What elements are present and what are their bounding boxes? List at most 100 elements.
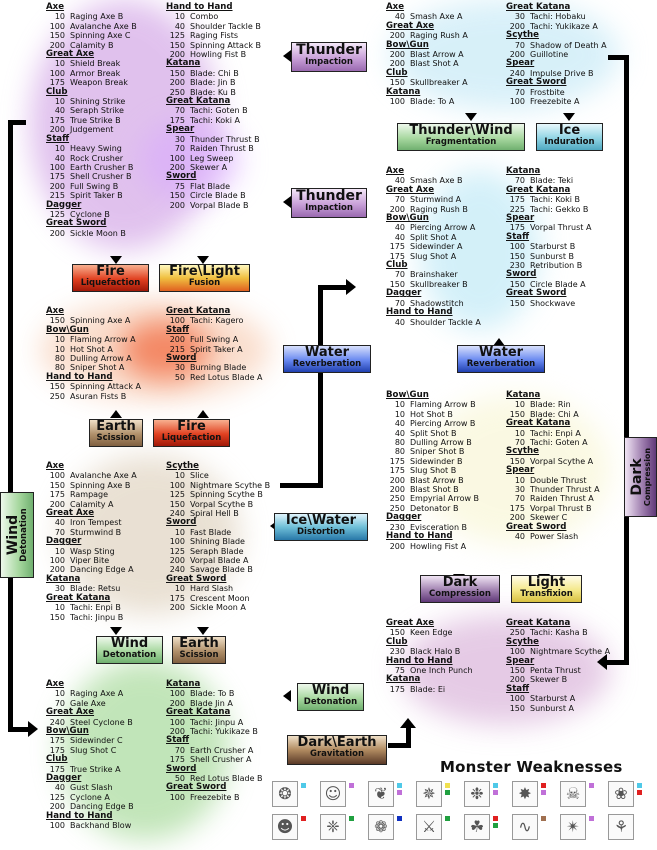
skill-level: 175 — [389, 242, 405, 252]
earth-scission-badge: Earth Scission — [89, 419, 143, 447]
weakness-color-swatch — [349, 783, 354, 788]
badge-subtitle: Detonation — [18, 508, 29, 562]
skill-level: 200 — [49, 802, 65, 812]
skill-level: 200 — [509, 21, 525, 31]
skill-level: 75 — [174, 181, 185, 191]
skill-name: Dulling Arrow A — [70, 354, 132, 364]
weakness-color-swatch — [493, 816, 498, 821]
skill-name: Slice — [190, 471, 209, 481]
skill-name: Raging Fists — [190, 31, 238, 41]
skill-name: Blast Shot B — [410, 485, 459, 495]
skill-level: 70 — [54, 698, 65, 708]
skill-level: 70 — [394, 298, 405, 308]
skill-level: 100 — [49, 821, 65, 831]
weakness-color-swatch — [301, 783, 306, 788]
skill-level: 200 — [169, 556, 185, 566]
skill-name: Gale Axe — [70, 698, 106, 708]
skill-level: 40 — [54, 783, 65, 793]
skill-level: 125 — [49, 209, 65, 219]
skill-level: 200 — [169, 78, 185, 88]
skill-level: 125 — [169, 546, 185, 556]
skill-level: 230 — [389, 522, 405, 532]
skill-name: Split Shot A — [410, 232, 457, 242]
weapon-heading: Great Axe — [386, 618, 435, 628]
skill-level: 200 — [509, 50, 525, 60]
thunder-impaction-badge: Thunder Impaction — [291, 188, 367, 218]
bird-icon: ❦ — [368, 781, 394, 807]
skill-name: Avalanche Axe B — [70, 21, 137, 31]
skill-name: Dulling Arrow B — [410, 438, 472, 448]
skill-name: Dancing Edge B — [70, 802, 134, 812]
skill-level: 200 — [49, 125, 65, 135]
badge-title: Wind — [110, 636, 149, 651]
skill-name: Spiral Hell B — [190, 509, 239, 519]
skill-level: 125 — [169, 490, 185, 500]
skill-level: 200 — [389, 59, 405, 69]
skill-level: 10 — [54, 689, 65, 699]
skill-name: Shoulder Tackle A — [410, 317, 481, 327]
light-transfixion-badge: Light Transfixion — [511, 575, 582, 603]
skill-name: Raiden Thrust A — [530, 494, 594, 504]
skill-name: Crescent Moon — [190, 593, 250, 603]
weakness-color-swatch — [637, 790, 642, 795]
weapon-heading: Scythe — [506, 446, 539, 457]
arrow-down-icon — [465, 113, 477, 121]
weapon-heading: Spear — [506, 655, 535, 666]
wind-detonation-badge: Wind Detonation — [297, 683, 364, 711]
crab-icon: ❉ — [464, 781, 490, 807]
skill-name: Thunder Thrust A — [530, 485, 600, 495]
skill-name: Frostbite — [530, 87, 565, 97]
skill-name: Skewer A — [190, 162, 228, 172]
skill-name: Asuran Fists B — [70, 391, 127, 401]
badge-subtitle: Transfixion — [520, 588, 573, 599]
skill-name: Blade: Rin — [530, 400, 571, 410]
skill-name: Raging Axe B — [70, 12, 124, 22]
skill-level: 100 — [509, 694, 525, 704]
skill-level: 150 — [169, 499, 185, 509]
skill-level: 175 — [49, 490, 65, 500]
skill-level: 200 — [509, 513, 525, 523]
skill-level: 125 — [169, 31, 185, 41]
skill-level: 80 — [394, 447, 405, 457]
spider-icon: ✸ — [512, 781, 538, 807]
skill-name: Combo — [190, 12, 219, 22]
weapon-heading: Axe — [46, 679, 65, 689]
arrow-down-icon — [110, 256, 122, 264]
arrow-right-icon — [346, 279, 356, 295]
skill-name: Iron Tempest — [70, 518, 122, 528]
skill-level: 100 — [389, 97, 405, 107]
skill-name: Full Swing B — [70, 181, 119, 191]
badge-subtitle: Reverberation — [466, 358, 536, 369]
skill-name: Spinning Axe B — [70, 480, 131, 490]
skill-name: Spinning Attack A — [70, 382, 141, 392]
weapon-heading: Club — [46, 754, 68, 765]
skill-level: 150 — [509, 409, 525, 419]
weapon-heading: Great Katana — [166, 306, 231, 316]
